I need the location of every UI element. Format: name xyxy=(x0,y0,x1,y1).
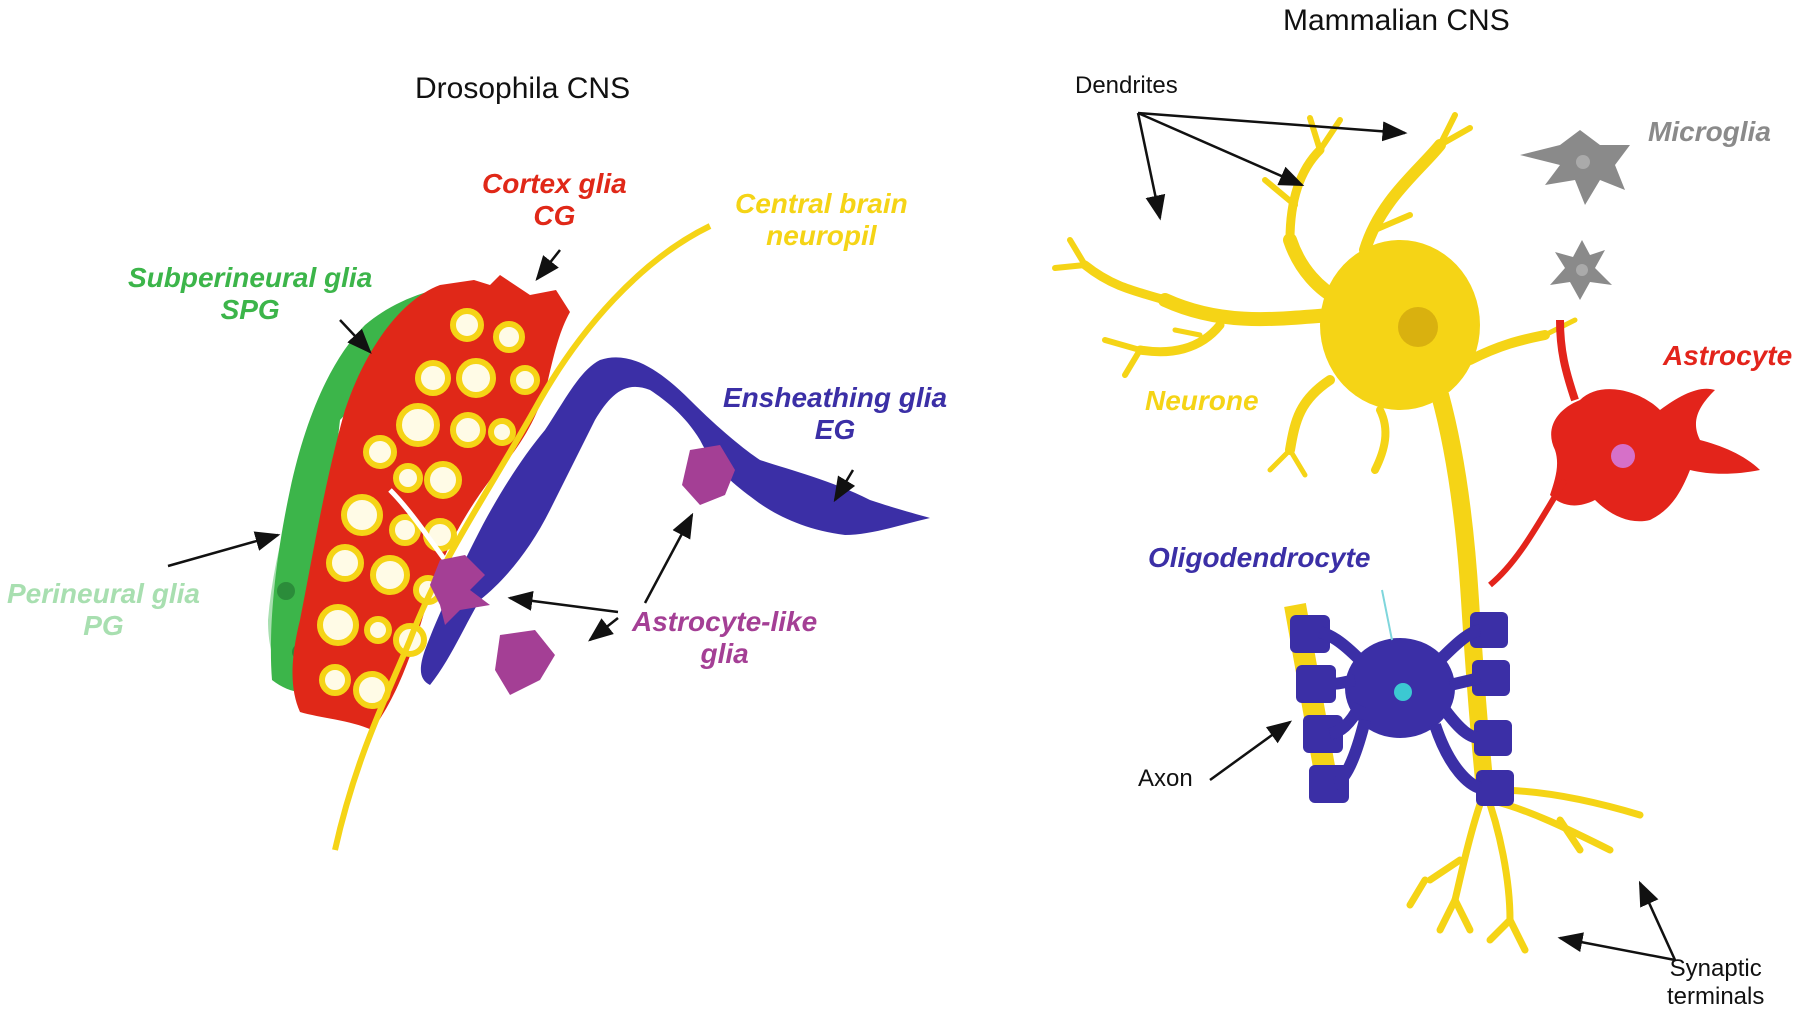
axon-label: Axon xyxy=(1138,765,1193,792)
perineural-name: Perineural glia xyxy=(7,578,200,609)
microglia-nucleus xyxy=(1576,264,1588,276)
synaptic-line1: Synaptic xyxy=(1669,955,1762,982)
drosophila-panel xyxy=(167,223,930,851)
neuropil-boundary xyxy=(332,223,712,851)
spg-nucleus xyxy=(277,582,295,600)
cortex-glia-label: Cortex glia CG xyxy=(482,168,627,232)
arrow xyxy=(833,469,856,503)
synaptic-terminals-label: Synaptic terminals xyxy=(1667,955,1764,1010)
ensheathing-glia xyxy=(420,357,930,685)
astrocyte xyxy=(1550,388,1760,522)
astrocyte-like-glia xyxy=(682,445,735,505)
oligodendrocyte-processes xyxy=(1318,624,1483,794)
perineural-label: Perineural glia PG xyxy=(7,578,200,642)
neuron-dendrites xyxy=(1052,112,1578,478)
arrow xyxy=(1136,112,1166,221)
arrow xyxy=(643,512,694,604)
arrow xyxy=(1638,880,1677,961)
astrocyte-like-line2: glia xyxy=(700,638,749,670)
synaptic-line2: terminals xyxy=(1667,982,1765,1010)
astrocyte-process xyxy=(388,488,448,562)
astrocyte-process xyxy=(1488,478,1568,588)
neurone-label: Neurone xyxy=(1145,385,1259,416)
arrow xyxy=(1137,111,1305,187)
arrow xyxy=(339,319,372,354)
arrow xyxy=(1557,932,1676,962)
neuropil-label: Central brain neuropil xyxy=(735,188,908,252)
astrocyte-label: Astrocyte xyxy=(1663,340,1793,371)
oligodendrocyte-nucleus xyxy=(1394,683,1412,701)
mammalian-title: Mammalian CNS xyxy=(1283,4,1510,37)
microglia-nucleus xyxy=(1576,155,1590,169)
oligodendrocyte-pointer xyxy=(1381,589,1393,641)
oligodendrocyte-label: Oligodendrocyte xyxy=(1148,542,1371,573)
astrocyte-process xyxy=(1556,319,1579,402)
dendrites-label: Dendrites xyxy=(1075,72,1178,99)
arrow xyxy=(167,531,281,568)
cortex-glia-name: Cortex glia xyxy=(482,168,627,199)
neuropil-line1: Central brain xyxy=(735,188,908,219)
arrow xyxy=(507,590,619,614)
microglia xyxy=(1520,130,1630,205)
arrow xyxy=(1137,111,1408,142)
astrocyte-like-label: Astrocyte-like glia xyxy=(632,606,817,670)
arrow xyxy=(588,617,619,642)
synaptic-terminals xyxy=(1406,786,1644,954)
astrocyte-like-glia xyxy=(495,630,555,695)
astrocyte-like-glia xyxy=(430,555,490,625)
astrocyte-nucleus xyxy=(1611,444,1635,468)
subperineural-name: Subperineural glia xyxy=(128,262,373,293)
neuronal-cell-bodies xyxy=(317,308,540,709)
perineural-abbr: PG xyxy=(83,610,124,642)
microglia-label: Microglia xyxy=(1648,116,1771,147)
ensheathing-abbr: EG xyxy=(814,414,856,446)
drosophila-title: Drosophila CNS xyxy=(415,72,631,105)
neuropil-line2: neuropil xyxy=(766,220,877,252)
neuron-nucleus xyxy=(1398,307,1438,347)
arrow xyxy=(1209,720,1293,782)
ensheathing-label: Ensheathing glia EG xyxy=(723,382,947,446)
astrocyte-like-line1: Astrocyte-like xyxy=(632,606,818,637)
subperineural-abbr: SPG xyxy=(220,294,280,326)
cortex-glia-abbr: CG xyxy=(533,200,576,232)
arrow xyxy=(535,249,561,281)
cortex-glia xyxy=(292,275,570,730)
subperineural-label: Subperineural glia SPG xyxy=(128,262,372,326)
mammalian-panel xyxy=(1052,111,1760,962)
ensheathing-name: Ensheathing glia xyxy=(723,382,948,413)
